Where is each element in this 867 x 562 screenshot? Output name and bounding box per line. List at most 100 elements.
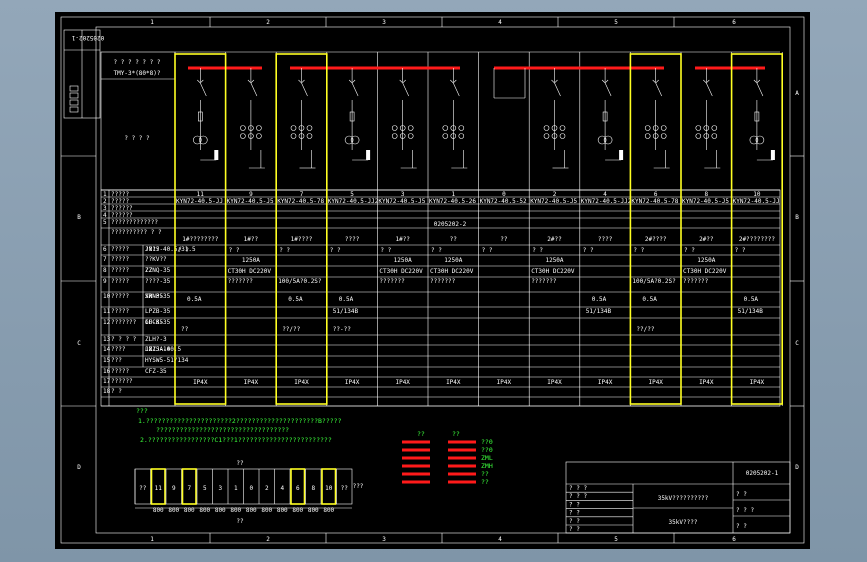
rated-current: 1250A <box>697 257 715 264</box>
qty-head: ? ? <box>735 247 746 254</box>
ct-ratio: ??????? <box>430 278 456 285</box>
breaker-symbol <box>250 82 258 97</box>
row-number: 10 <box>103 293 111 300</box>
panel-type: KYN72-40.5-78 <box>631 198 678 205</box>
title-block-field: ? ? <box>569 501 580 508</box>
plan-dim: 800 <box>292 507 303 514</box>
ct-symbol <box>442 125 449 131</box>
ct-ratio: 100/5A?0.2S? <box>278 278 322 285</box>
transformer-symbol <box>344 135 354 145</box>
panel-type: KYN72-40.5-JJ2 <box>581 198 632 205</box>
ct-symbol <box>458 133 465 139</box>
panel-number: 9 <box>249 191 253 198</box>
ct-symbol <box>711 125 718 131</box>
breaker-symbol <box>453 82 460 97</box>
ct-symbol <box>695 125 702 131</box>
component-label: SW-35 <box>145 293 163 300</box>
zone-bottom-4: 4 <box>498 536 502 543</box>
ct-symbol <box>660 125 667 131</box>
ct-ratio: ??????? <box>683 278 709 285</box>
row-label: ????? <box>111 198 129 205</box>
zone-top-6: 6 <box>732 19 736 26</box>
legend-item: ??0 <box>481 438 493 446</box>
plan-cell-0: 0 <box>249 485 253 492</box>
legend-item: ZMH <box>481 462 493 470</box>
ct-symbol <box>652 133 659 139</box>
breaker-symbol <box>301 82 308 97</box>
stamp-cell <box>69 92 79 99</box>
ct-symbol <box>407 133 414 139</box>
fuse-symbol <box>198 111 203 122</box>
row-label: ????? <box>111 293 129 300</box>
ct-symbol <box>391 125 398 131</box>
left-stamp-block: 0205202-1 <box>63 29 104 119</box>
row-number: 11 <box>103 308 111 315</box>
plan-bottom-label: ?? <box>236 518 244 525</box>
panel-type: KYN72-40.5-JJ2 <box>328 198 379 205</box>
panel-highlight-11 <box>174 53 227 405</box>
row-label: ?????? <box>111 378 133 385</box>
plan-dim: 800 <box>230 507 241 514</box>
row-number: 5 <box>103 219 107 226</box>
plan-dim: 800 <box>153 507 164 514</box>
ct-symbol <box>703 125 710 131</box>
ct-symbol <box>695 133 702 139</box>
component-label: LPZB-35 <box>145 308 171 315</box>
arrester-symbol <box>214 150 219 160</box>
ip-rating: IP4X <box>699 379 714 386</box>
plan-highlight-11 <box>150 468 166 505</box>
row-number: 1 <box>103 191 107 198</box>
plan-cell-10: 10 <box>325 485 333 492</box>
component-label: LZZJ-10 <box>145 346 171 353</box>
drawing-title-2: 35kV???? <box>669 519 698 526</box>
plan-dim: 800 <box>308 507 319 514</box>
plan-cell-??: ?? <box>139 485 147 492</box>
panel-highlight-6 <box>629 53 682 405</box>
qty-head: ? ? <box>482 247 493 254</box>
row-label: ?????? <box>111 212 133 219</box>
plan-cell-6: 6 <box>296 485 300 492</box>
transformer-symbol <box>755 135 765 145</box>
panel-purpose: 2#???? <box>645 236 667 243</box>
breaker-symbol <box>655 82 662 97</box>
arrester-rating: 51/134B <box>333 308 359 315</box>
ct-symbol <box>458 125 465 131</box>
ip-rating: IP4X <box>345 379 360 386</box>
fuse-rating: 0.5A <box>642 296 657 303</box>
ip-rating: IP4X <box>193 379 208 386</box>
header-row-2: TMY-3*(80*8)? <box>114 70 161 77</box>
component-label: IF-35 <box>145 319 163 326</box>
component-label: ??KV?? <box>145 256 167 263</box>
breaker-symbol <box>706 82 713 97</box>
stamp-cell <box>69 99 79 106</box>
ct-symbol <box>543 133 550 139</box>
auxiliary: ??-?? <box>333 326 351 333</box>
row-label: ????? <box>111 267 129 274</box>
ct-ratio: ??????? <box>228 278 254 285</box>
zone-right-D: D <box>795 464 799 471</box>
panel-type: KYN72-40.5-J5 <box>530 198 577 205</box>
panel-number: 4 <box>603 191 607 198</box>
plan-side-label: ??? <box>353 483 364 490</box>
row-label: ? ? ? ? <box>111 336 137 343</box>
ct-symbol <box>391 133 398 139</box>
single-line-schematic: ? ? ? ? ? ? ?TMY-3*(80*8)?? ? ? ? <box>100 51 783 191</box>
panel-type: KYN72-40.5-JJ <box>733 198 780 205</box>
row-label: ?????? <box>111 205 133 212</box>
mechanism: CT30H DC220V <box>531 268 575 275</box>
plan-cell-8: 8 <box>311 485 315 492</box>
fuse-rating: 0.5A <box>592 296 607 303</box>
note-line-1: 1.??????????????????????2???????????????… <box>138 417 342 425</box>
row-number: 15 <box>103 357 111 364</box>
panel-number: 0 <box>502 191 506 198</box>
ct-symbol <box>543 125 550 131</box>
sheet-background <box>55 12 810 549</box>
ct-symbol <box>450 133 457 139</box>
fuse-rating: 0.5A <box>187 296 202 303</box>
plan-highlight-10 <box>321 468 337 505</box>
title-block-field: ? ? <box>569 518 580 525</box>
component-label: ZZNQ-35 <box>145 267 171 274</box>
